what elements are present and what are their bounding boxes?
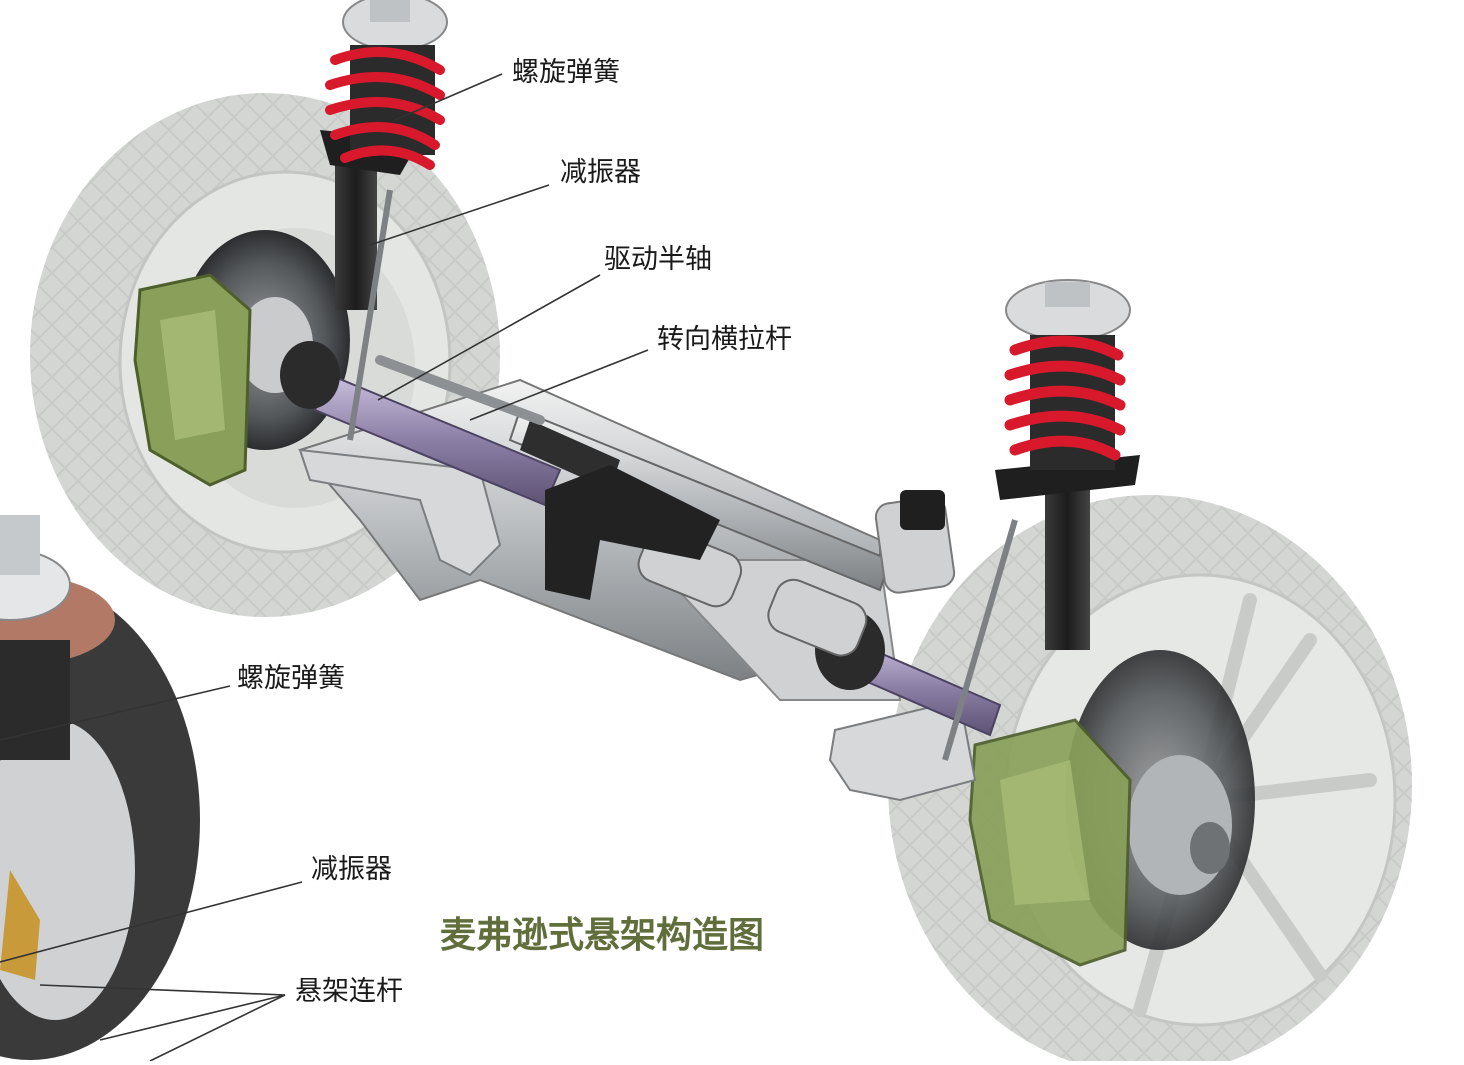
right-brake-caliper [968, 718, 1132, 967]
left-brake-caliper [133, 273, 252, 487]
label-coil-spring-detail: 螺旋弹簧 [237, 663, 345, 694]
label-shock-absorber-detail: 减振器 [311, 854, 392, 885]
right-strut [942, 279, 1140, 761]
transmission-mount [545, 465, 720, 600]
label-drive-half-shaft: 驱动半轴 [604, 244, 712, 275]
right-coil-spring [1004, 335, 1126, 461]
leader-lines [0, 73, 649, 1062]
label-steering-tie-rod: 转向横拉杆 [657, 324, 792, 355]
diagram-title: 麦弗逊式悬架构造图 [440, 915, 765, 956]
label-shock-absorber-top: 减振器 [560, 157, 641, 188]
label-coil-spring-top: 螺旋弹簧 [512, 57, 620, 88]
detail-inset [0, 515, 200, 1060]
left-lower-control-arm [298, 448, 502, 577]
left-coil-spring [325, 47, 445, 170]
drive-half-shaft [280, 341, 1002, 737]
left-tie-rod [375, 355, 545, 425]
left-strut [320, 0, 448, 441]
label-suspension-link: 悬架连杆 [295, 976, 403, 1007]
